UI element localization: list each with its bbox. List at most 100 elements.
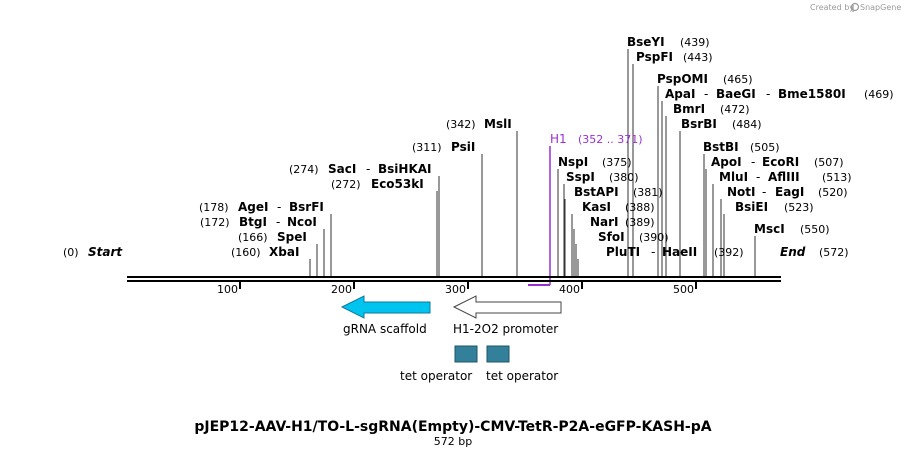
site-pos: (389) [625, 216, 655, 229]
ruler-label: 100 [217, 283, 238, 296]
site-bstbi[interactable]: BstBI (505) [703, 140, 780, 154]
site-bsiei[interactable]: BsiEI (523) [735, 200, 814, 214]
plasmid-length: 572 bp [434, 435, 472, 448]
site-name: PspFI [636, 50, 673, 64]
sequence-backbone [127, 276, 781, 282]
site-name-2: NcoI [287, 215, 317, 229]
site-xbai[interactable]: (160) XbaI [231, 245, 299, 259]
site-pos: (513) [822, 171, 852, 184]
site-mlui[interactable]: MluI - AflIII (513) [719, 170, 852, 184]
site-name: MluI [719, 170, 748, 184]
site-spei[interactable]: (166) SpeI [238, 230, 307, 244]
site-name: BtgI [239, 215, 267, 229]
feature-grna-scaffold[interactable]: gRNA scaffold [340, 295, 431, 336]
site-name: SfoI [598, 230, 625, 244]
site-pos: (160) [231, 246, 261, 259]
site-pos: (390) [639, 231, 669, 244]
site-pos: (505) [750, 141, 780, 154]
site-bmri[interactable]: BmrI (472) [673, 102, 750, 116]
ruler-label: 300 [445, 283, 466, 296]
site-name: XbaI [269, 245, 299, 259]
feature-box [486, 345, 510, 363]
site-apai[interactable]: ApaI - BaeGI - Bme1580I (469) [665, 87, 894, 101]
feature-label: gRNA scaffold [343, 322, 427, 336]
site-nspi[interactable]: NspI (375) [558, 155, 632, 169]
site-name: PsiI [451, 140, 475, 154]
site-separator: - [366, 162, 370, 176]
site-bsrbi[interactable]: BsrBI (484) [681, 117, 762, 131]
map-end: End (572) [780, 245, 849, 259]
site-pos: (550) [800, 223, 830, 236]
site-name: NarI [590, 215, 619, 229]
site-pos: (381) [633, 186, 663, 199]
end-label: End [780, 245, 806, 259]
primer-h1[interactable]: H1 (352 .. 371) [528, 132, 643, 286]
site-msli[interactable]: (342) MslI [446, 117, 512, 131]
site-name: MscI [754, 222, 785, 236]
site-msci[interactable]: MscI (550) [754, 222, 830, 236]
feature-tet-operator-2[interactable]: tet operator [486, 345, 558, 383]
site-pluti[interactable]: PluTI - HaeII (392) [606, 245, 744, 259]
primer-name: H1 [550, 132, 567, 146]
site-bseyi[interactable]: BseYI (439) [627, 35, 710, 49]
feature-arrow [452, 295, 562, 319]
brand-name: SnapGene [860, 3, 901, 12]
site-btgi[interactable]: (172) BtgI - NcoI [200, 215, 317, 229]
site-name: ApaI [665, 87, 695, 101]
site-pspomi[interactable]: PspOMI (465) [657, 72, 753, 86]
feature-label: H1-2O2 promoter [453, 322, 558, 336]
site-name-3: Bme1580I [778, 87, 846, 101]
site-pspfi[interactable]: PspFI (443) [636, 50, 713, 64]
site-separator: - [704, 87, 708, 101]
site-pos: (375) [602, 156, 632, 169]
site-eco53ki[interactable]: (272) Eco53kI [331, 177, 424, 191]
site-pos: (166) [238, 231, 268, 244]
site-kasi[interactable]: KasI (388) [582, 200, 655, 214]
site-agei[interactable]: (178) AgeI - BsrFI [199, 200, 324, 214]
site-name: NotI [727, 185, 756, 199]
site-separator: - [762, 185, 766, 199]
site-bstapi[interactable]: BstAPI (381) [574, 185, 663, 199]
site-pos: (172) [200, 216, 230, 229]
site-nari[interactable]: NarI (389) [590, 215, 655, 229]
site-name: BmrI [673, 102, 705, 116]
site-separator: - [277, 200, 281, 214]
start-label: Start [88, 245, 123, 259]
primer-range: (352 .. 371) [578, 133, 643, 146]
site-sfoi[interactable]: SfoI (390) [598, 230, 669, 244]
site-saci[interactable]: (274) SacI - BsiHKAI [289, 162, 432, 176]
site-name: PspOMI [657, 72, 708, 86]
site-name: NspI [558, 155, 588, 169]
plasmid-title: pJEP12-AAV-H1/TO-L-sgRNA(Empty)-CMV-TetR… [194, 419, 711, 435]
site-name: SacI [328, 162, 356, 176]
site-pos: (523) [784, 201, 814, 214]
site-pos: (484) [732, 118, 762, 131]
feature-tet-operator-1[interactable]: tet operator [400, 345, 478, 383]
site-apoi[interactable]: ApoI - EcoRI (507) [711, 155, 844, 169]
site-name: Eco53kI [371, 177, 424, 191]
site-separator: - [276, 215, 280, 229]
site-sspi[interactable]: SspI (380) [566, 170, 639, 184]
site-name-2: BsiHKAI [378, 162, 432, 176]
ruler: 100 200 300 400 500 [217, 282, 697, 296]
site-name: MslI [484, 117, 512, 131]
site-pos: (392) [714, 246, 744, 259]
feature-h1-2o2-promoter[interactable]: H1-2O2 promoter [452, 295, 562, 336]
ruler-label: 200 [331, 283, 352, 296]
site-pos: (469) [864, 88, 894, 101]
site-name-2: EcoRI [762, 155, 799, 169]
site-pos: (443) [683, 51, 713, 64]
site-name: AgeI [238, 200, 268, 214]
site-noti[interactable]: NotI - EagI (520) [727, 185, 848, 199]
site-name-2: BsrFI [289, 200, 324, 214]
site-name: SspI [566, 170, 595, 184]
site-pos: (342) [446, 118, 476, 131]
end-pos: (572) [819, 246, 849, 259]
ruler-label: 500 [673, 283, 694, 296]
site-pos: (388) [625, 201, 655, 214]
site-name: KasI [582, 200, 611, 214]
start-pos: (0) [63, 246, 79, 259]
site-name: PluTI [606, 245, 640, 259]
site-psii[interactable]: (311) PsiI [412, 140, 475, 154]
